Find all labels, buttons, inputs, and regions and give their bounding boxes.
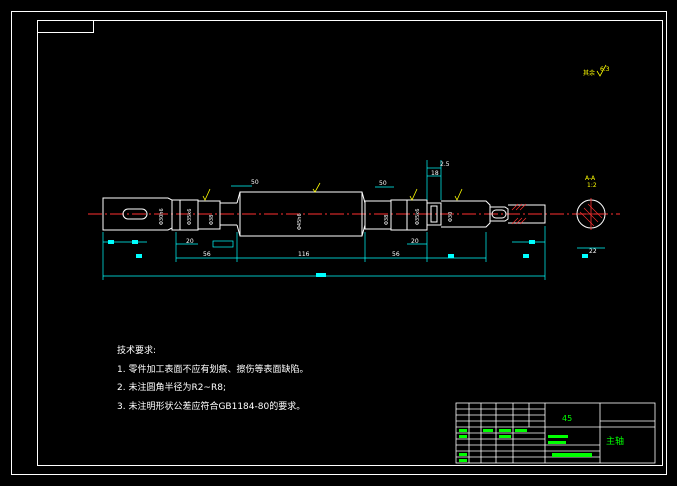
note-line-1: 1. 零件加工表面不应有划痕、擦伤等表面缺陷。 [117, 365, 309, 375]
thread-hatch [511, 203, 527, 225]
svg-text:Φ35k6: Φ35k6 [415, 209, 421, 225]
material-label: 45 [562, 414, 572, 423]
tolerance-markers [108, 240, 588, 277]
dimension-texts: 20 56 116 56 20 2.5 18 50 50 [186, 161, 450, 258]
svg-text:56: 56 [203, 251, 211, 258]
shaft-body [102, 191, 546, 237]
section-view: A-A 1:2 22 [576, 175, 606, 255]
note-line-2: 2. 未注圆角半径为R2~R8; [117, 383, 226, 393]
svg-text:20: 20 [186, 238, 194, 245]
svg-text:Φ38: Φ38 [209, 215, 215, 225]
part-name-label: 主轴 [606, 435, 624, 447]
inner-border [37, 20, 663, 466]
drawing-number-box [37, 20, 94, 33]
title-block [455, 402, 656, 464]
diameter-callouts: Φ30h6 Φ35k6 Φ38 Φ45h6 Φ38 Φ35k6 Φ30 [159, 208, 454, 230]
svg-text:Φ38: Φ38 [384, 215, 390, 225]
svg-text:Φ30: Φ30 [448, 212, 454, 222]
svg-text:A-A: A-A [585, 175, 596, 182]
svg-text:其余: 其余 [583, 69, 595, 77]
svg-text:Φ35k6: Φ35k6 [187, 209, 193, 225]
roughness-marks [202, 182, 463, 201]
svg-text:116: 116 [298, 251, 310, 258]
note-line-3: 3. 未注明形状公差应符合GB1184-80的要求。 [117, 402, 306, 412]
roughness-other-symbol: 其余 6.3 [583, 64, 610, 77]
svg-text:1:2: 1:2 [587, 182, 597, 189]
svg-text:6.3: 6.3 [600, 66, 610, 73]
dimension-lines [102, 160, 546, 280]
notes-heading: 技术要求: [117, 346, 157, 356]
svg-text:18: 18 [431, 170, 439, 177]
svg-text:50: 50 [251, 179, 259, 186]
svg-text:20: 20 [411, 238, 419, 245]
svg-text:Φ30h6: Φ30h6 [159, 208, 165, 225]
svg-text:56: 56 [392, 251, 400, 258]
title-block-marks [459, 429, 592, 462]
svg-text:Φ45h6: Φ45h6 [297, 213, 303, 230]
outer-border [11, 11, 667, 475]
svg-text:2.5: 2.5 [440, 161, 450, 168]
svg-text:22: 22 [589, 248, 597, 255]
svg-text:50: 50 [379, 180, 387, 187]
